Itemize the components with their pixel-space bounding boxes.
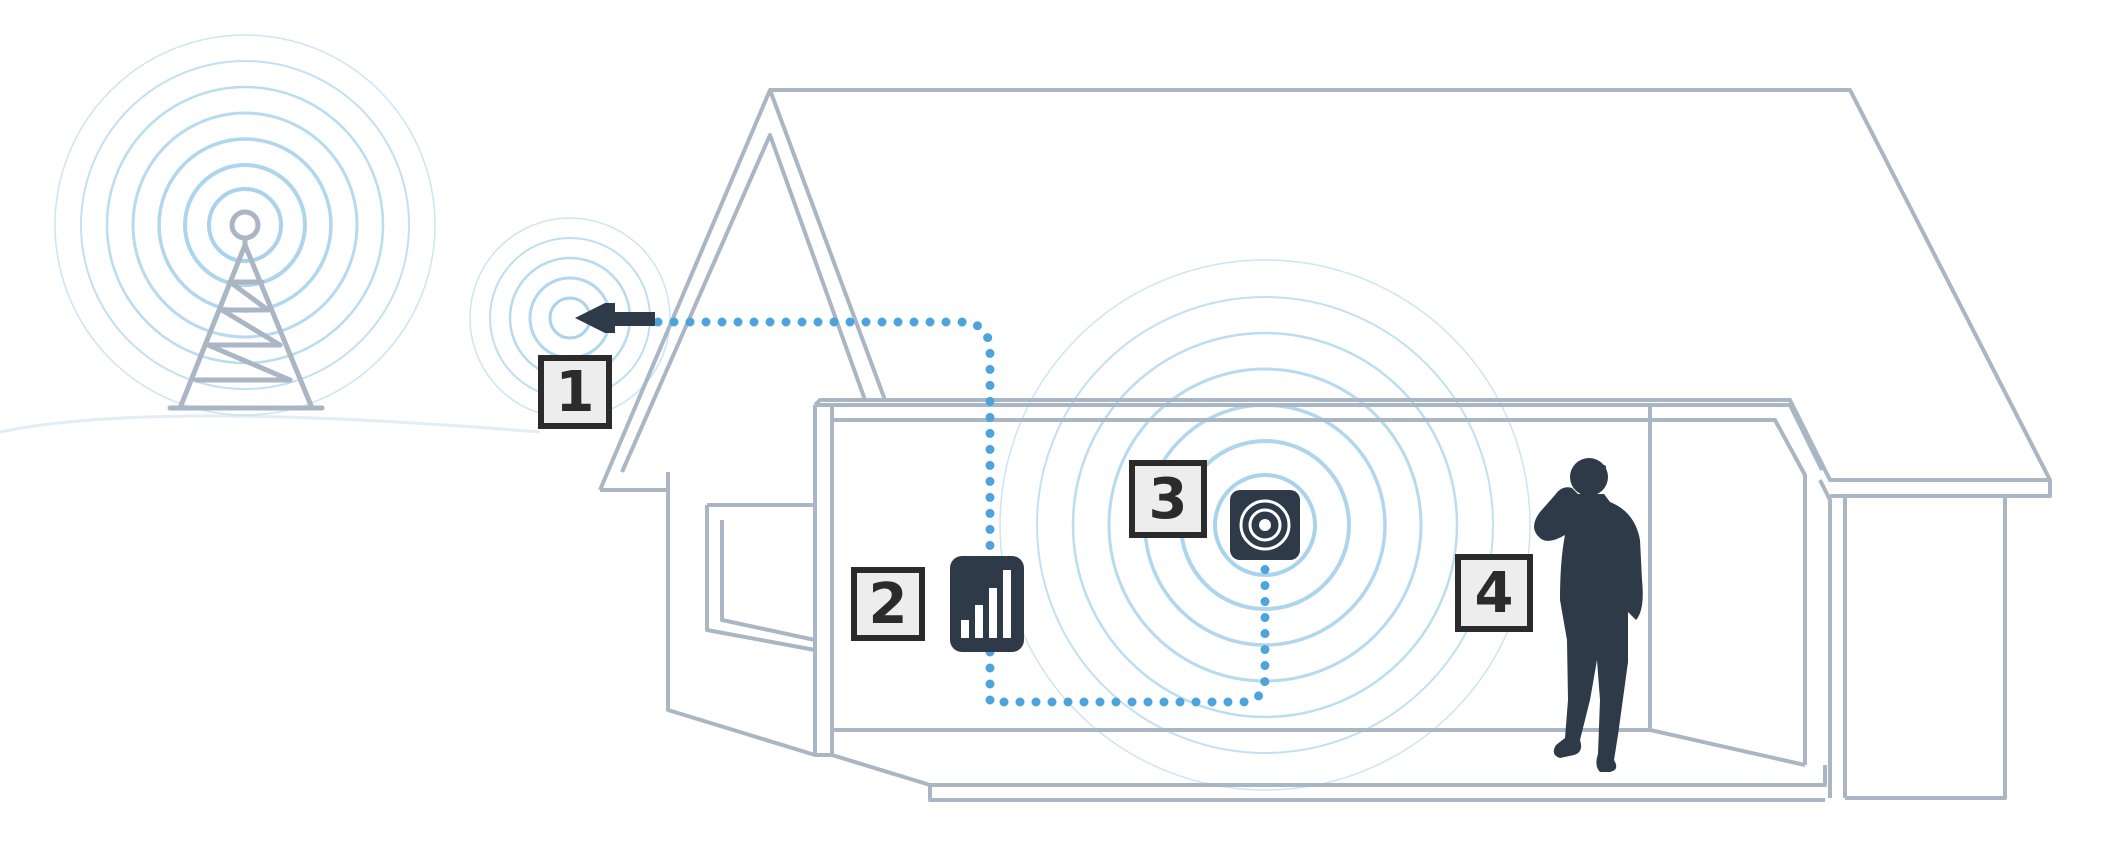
outside-antenna-icon (575, 303, 655, 333)
right-wall (1818, 479, 1832, 798)
person-on-phone-icon (1534, 458, 1643, 772)
step-label-1: 1 (556, 360, 595, 425)
inside-antenna-icon (1230, 490, 1300, 560)
signal-booster-icon (950, 556, 1024, 652)
step-badge-1: 1 (538, 355, 612, 429)
step-label-3: 3 (1149, 467, 1188, 532)
left-facade (666, 405, 817, 757)
roof-gable (598, 88, 2052, 498)
cell-tower-icon (167, 209, 325, 411)
step-badge-2: 2 (851, 567, 925, 641)
step-label-2: 2 (869, 572, 908, 637)
signal-cable (653, 317, 1270, 707)
step-badge-3: 3 (1129, 460, 1207, 538)
roof-top (770, 88, 2052, 481)
window (705, 503, 816, 652)
ground-hill (0, 414, 541, 434)
step-badge-4: 4 (1455, 554, 1533, 632)
house-outline (598, 88, 2052, 802)
step-label-4: 4 (1475, 561, 1514, 626)
interior-room (832, 403, 1824, 471)
tower-signal-rings (54, 34, 436, 416)
